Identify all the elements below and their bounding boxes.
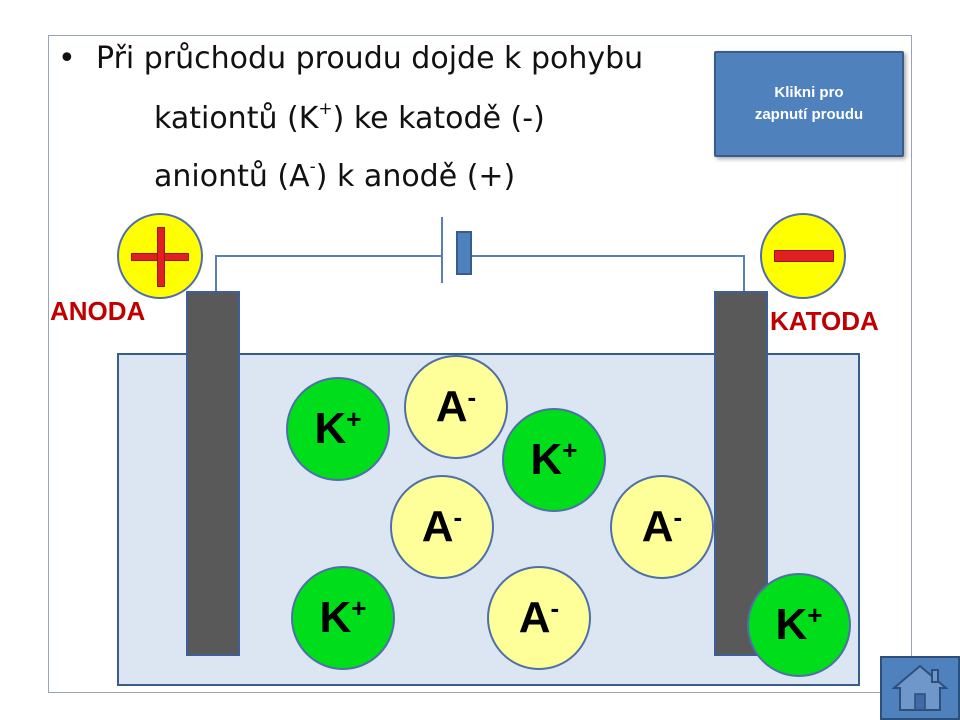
anion-symbol: A [518,593,551,642]
home-icon [891,664,949,711]
bullet-line-2-post: ) ke katodě (-) [332,101,545,136]
bullet-line-2-sup: + [318,99,333,119]
anion: A- [390,475,494,579]
home-button[interactable] [880,656,960,720]
plus-terminal [117,213,203,299]
bullet-marker: • [58,41,76,76]
minus-terminal [760,213,846,299]
anion: A- [487,566,591,670]
toggle-current-button-line-1: Klikni pro [774,84,844,102]
wire-right-vertical [743,255,745,293]
cathode-label: KATODA [770,306,879,336]
slide-frame [48,35,912,693]
cation: K+ [502,408,606,512]
toggle-current-button-line-2: zapnutí proudu [754,106,864,123]
bullet-line-3-sup: - [309,157,316,177]
cation: K+ [286,377,390,481]
anion: A- [610,475,714,579]
bullet-line-3-post: ) k anodě (+) [315,159,516,194]
anion-symbol: A [435,382,468,431]
anode-label: ANODA [50,296,146,326]
bullet-line-2: kationtů (K+) ke katodě (-) [154,99,545,137]
bullet-line-3: aniontů (A-) k anodě (+) [154,157,516,195]
toggle-current-button[interactable]: Klikni pro zapnutí proudu [714,51,904,157]
cation: K+ [291,566,395,670]
bullet-line-2-pre: kationtů (K [154,101,319,136]
anion-symbol: A [641,502,674,551]
bullet-line-3-pre: aniontů (A [154,159,310,194]
cation: K+ [747,573,851,677]
anode-electrode [186,291,240,656]
anion-symbol: A [421,502,454,551]
battery-short-plate [456,231,472,275]
cation-symbol: K [530,435,563,484]
wire-left-horizontal [215,255,443,257]
bullet-line-1: • Při průchodu proudu dojde k pohybu [58,41,644,77]
battery-long-plate [441,217,443,283]
bullet-line-1-text: Při průchodu proudu dojde k pohybu [96,41,644,76]
wire-right-horizontal [470,255,745,257]
wire-left-vertical [215,255,217,293]
cation-symbol: K [775,600,808,649]
anion: A- [404,355,508,459]
cation-symbol: K [314,404,347,453]
cation-symbol: K [319,593,352,642]
